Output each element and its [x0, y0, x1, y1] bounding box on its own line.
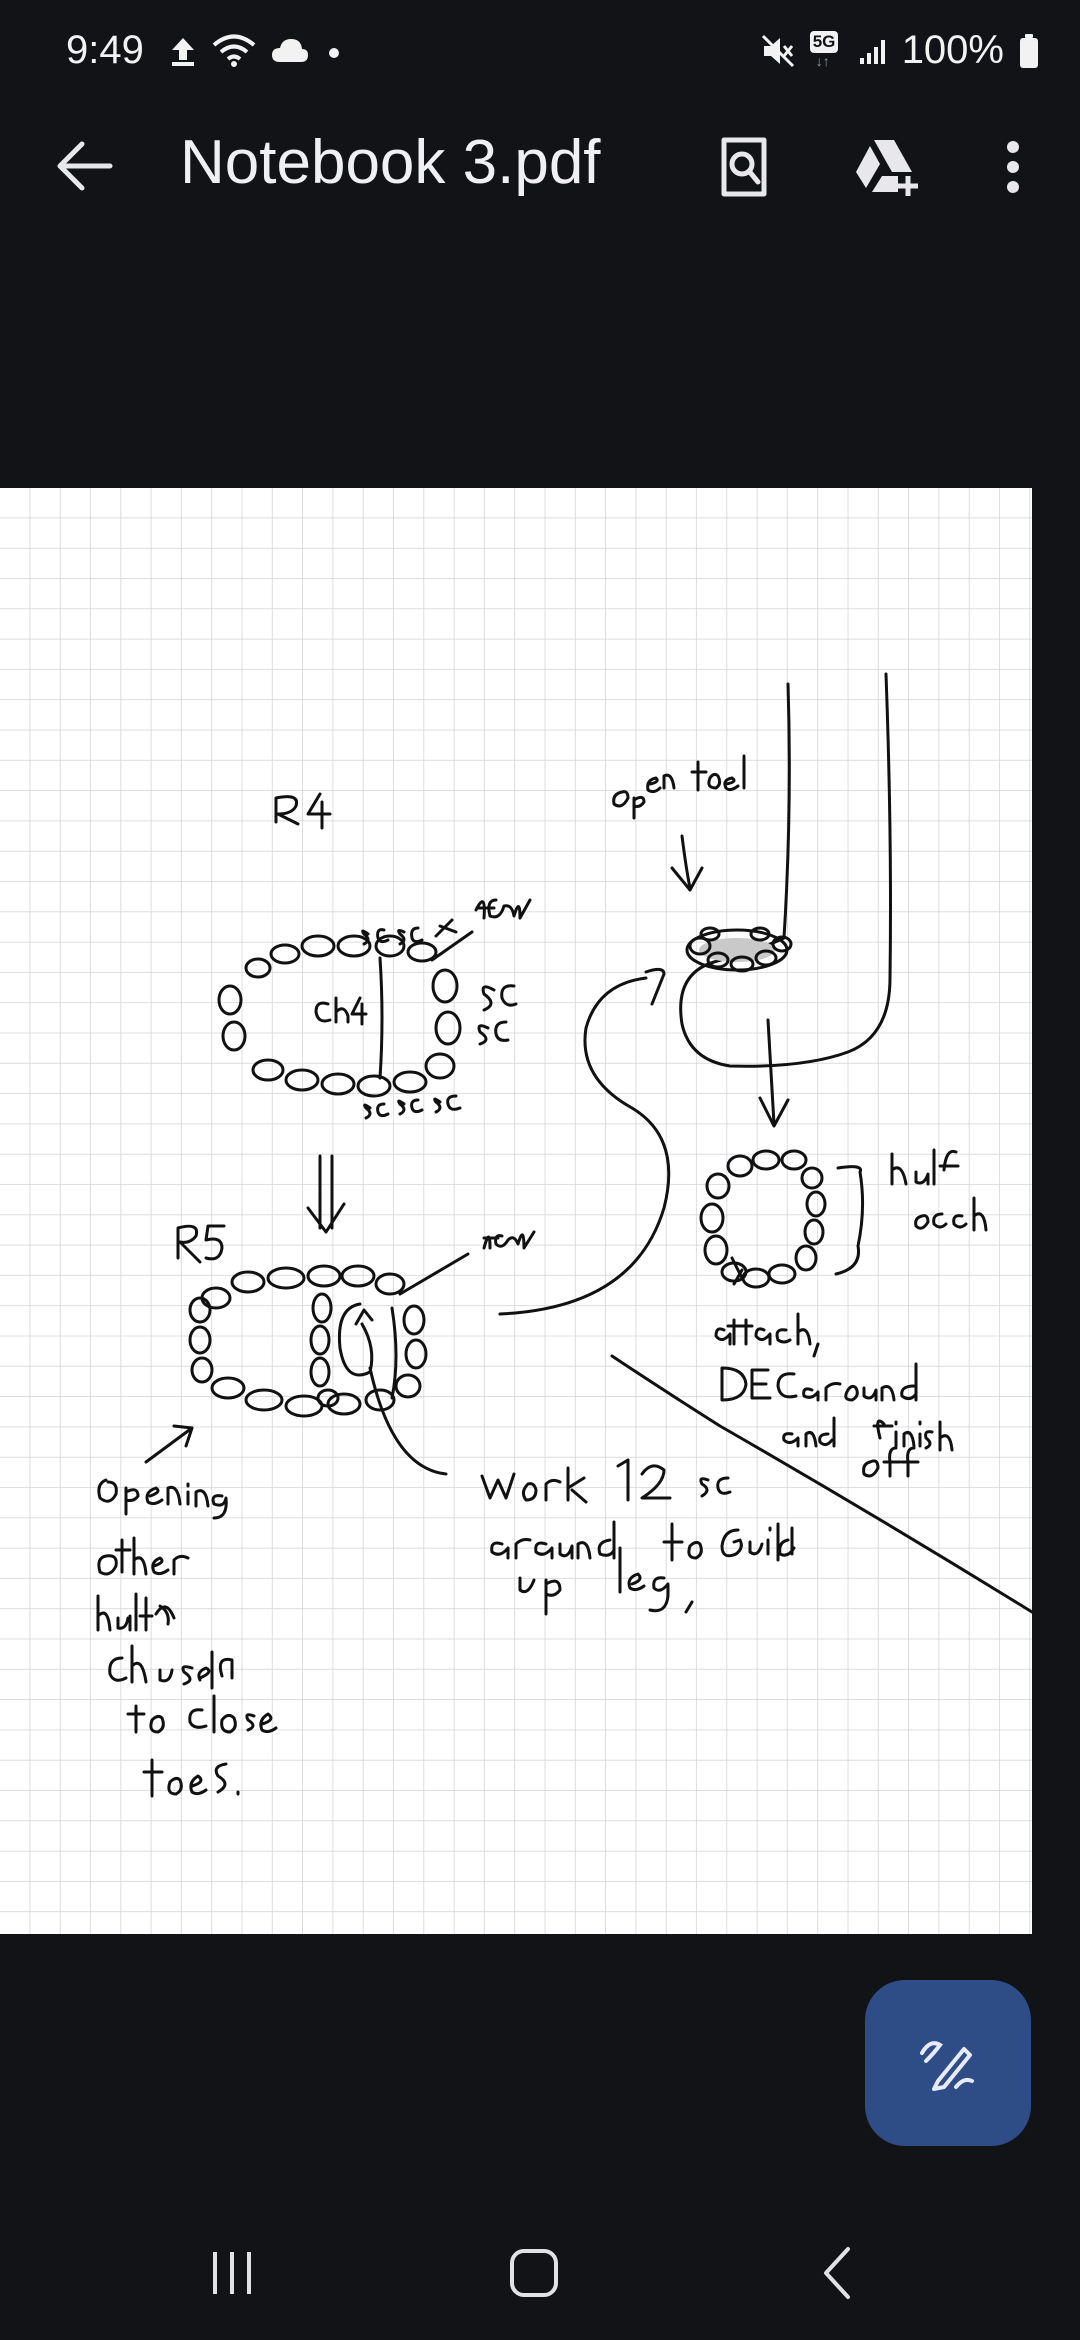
pdf-page[interactable]	[0, 488, 1032, 1934]
find-in-document-icon	[718, 136, 770, 198]
app-bar: Notebook 3.pdf	[0, 105, 1080, 230]
add-to-drive-icon	[850, 136, 922, 198]
home-icon	[508, 2247, 560, 2299]
recent-apps-button[interactable]	[192, 2238, 272, 2308]
recent-apps-icon	[207, 2248, 257, 2298]
signal-icon	[858, 36, 888, 66]
status-left-icons	[168, 34, 344, 68]
mute-icon	[760, 33, 796, 69]
dot-icon	[324, 41, 344, 61]
annotate-pen-icon	[916, 2031, 980, 2095]
status-bar: 9:49 5G ↓↑	[0, 0, 1080, 105]
back-nav-icon	[818, 2245, 858, 2301]
status-time: 9:49	[66, 28, 144, 73]
home-button[interactable]	[494, 2238, 574, 2308]
more-options-button[interactable]	[975, 129, 1051, 205]
back-icon	[56, 140, 114, 192]
handwritten-sketch	[0, 488, 1032, 1934]
5g-icon: 5G ↓↑	[810, 31, 844, 71]
back-nav-button[interactable]	[798, 2238, 878, 2308]
document-title: Notebook 3.pdf	[180, 127, 601, 198]
network-badge: 5G	[810, 31, 839, 53]
navigation-bar	[0, 2200, 1080, 2340]
annotate-fab[interactable]	[865, 1980, 1031, 2146]
battery-percentage: 100%	[902, 28, 1004, 73]
back-button[interactable]	[50, 131, 120, 201]
cloud-icon	[270, 36, 310, 66]
status-right-icons: 5G ↓↑ 100%	[760, 28, 1040, 73]
add-to-drive-button[interactable]	[848, 129, 924, 205]
find-in-document-button[interactable]	[706, 129, 782, 205]
data-arrows-icon: ↓↑	[816, 53, 830, 69]
upload-icon	[168, 34, 198, 68]
more-options-icon	[1003, 139, 1023, 195]
wifi-icon	[212, 34, 256, 68]
battery-icon	[1018, 33, 1040, 69]
